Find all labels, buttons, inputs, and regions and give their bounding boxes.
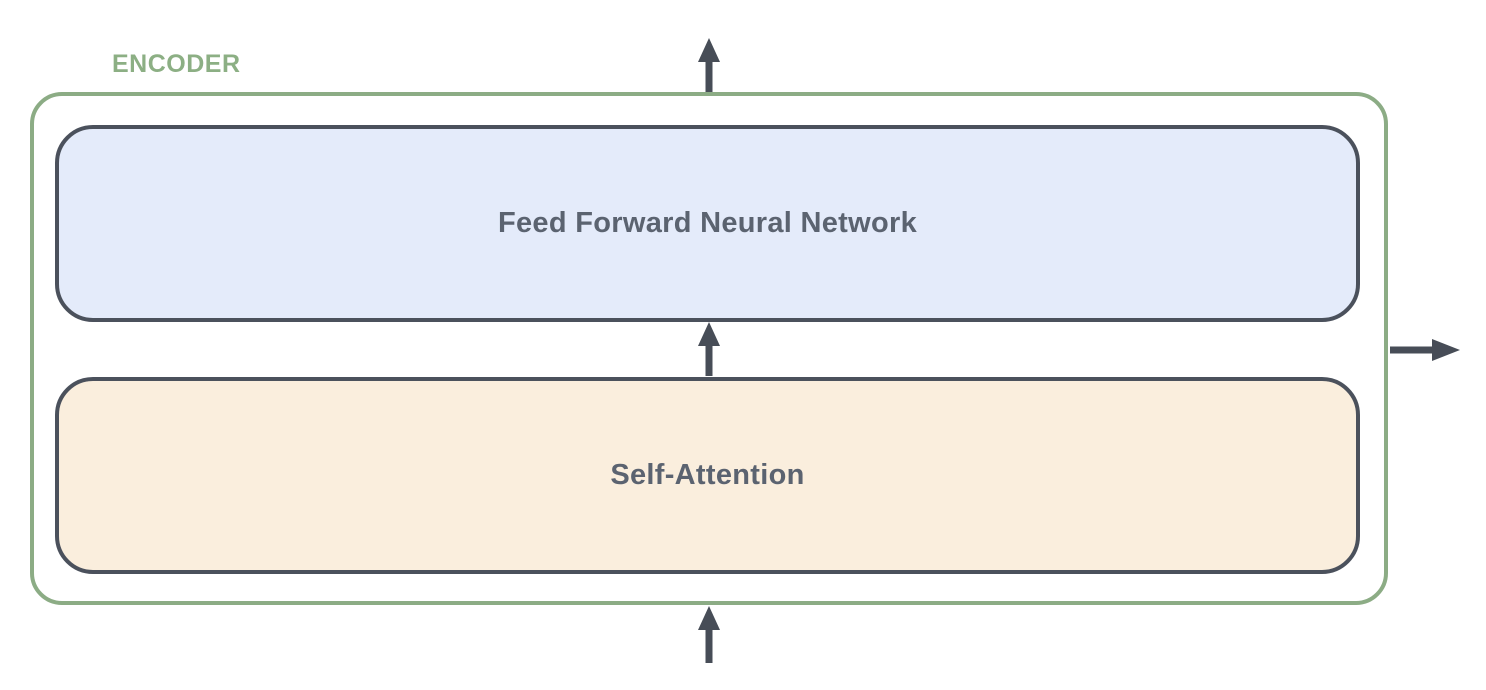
- self-attention-block: Self-Attention: [55, 377, 1360, 574]
- encoder-title-label: ENCODER: [112, 50, 241, 78]
- feed-forward-label: Feed Forward Neural Network: [497, 207, 918, 239]
- output-arrow-top-icon: [698, 38, 720, 92]
- output-arrow-right-icon: [1390, 339, 1460, 361]
- input-arrow-bottom-icon: [698, 606, 720, 663]
- feed-forward-block: Feed Forward Neural Network: [55, 125, 1360, 322]
- self-attention-label: Self-Attention: [610, 459, 805, 491]
